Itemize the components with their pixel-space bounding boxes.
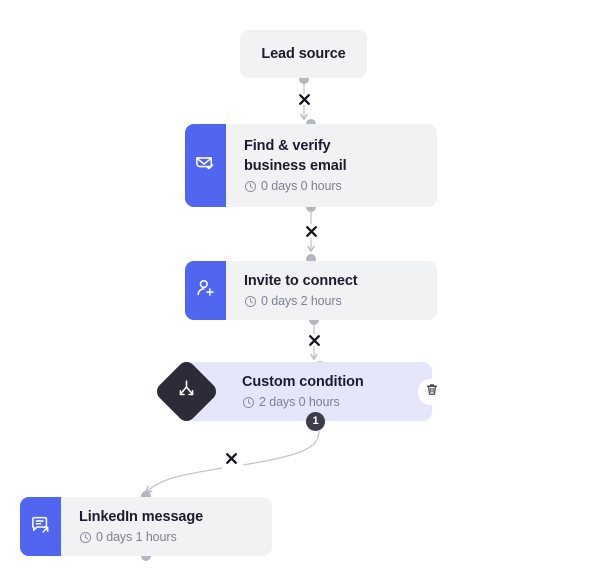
node-delay: 0 days 1 hours (79, 529, 258, 546)
node-body: Custom condition 2 days 0 hours (186, 362, 432, 421)
user-plus-icon (194, 277, 217, 305)
node-icon-pane (185, 261, 226, 320)
lead-source-label: Lead source (261, 46, 346, 62)
node-invite-to-connect[interactable]: Invite to connect 0 days 2 hours (185, 261, 437, 320)
node-title-line2: business email (244, 158, 347, 174)
edge-condition-to-linkedin (141, 430, 320, 501)
node-title: LinkedIn message (79, 509, 204, 525)
node-lead-source[interactable]: Lead source (240, 30, 367, 78)
node-linkedin-message[interactable]: LinkedIn message 0 days 1 hours (20, 497, 272, 556)
node-icon-pane (185, 124, 226, 207)
node-delay-text: 2 days 0 hours (259, 395, 340, 409)
node-body: Invite to connect 0 days 2 hours (226, 261, 437, 320)
node-body: Find & verify business email 0 days 0 ho… (226, 124, 437, 207)
node-title: Find & verify business email (244, 136, 423, 176)
edge-marker-x-2[interactable] (305, 225, 318, 238)
node-delay-text: 0 days 2 hours (261, 294, 342, 308)
edge-marker-x-3[interactable] (308, 334, 321, 347)
branch-badge-1[interactable]: 1 (306, 412, 325, 431)
node-delay: 2 days 0 hours (242, 394, 418, 411)
envelope-check-icon (194, 152, 217, 180)
branch-split-icon (174, 377, 199, 407)
clock-icon (244, 295, 257, 308)
node-find-verify-email[interactable]: Find & verify business email 0 days 0 ho… (185, 124, 437, 207)
node-title: Invite to connect (244, 273, 358, 289)
clock-icon (242, 396, 255, 409)
edge-marker-x-4[interactable] (225, 452, 238, 465)
clock-icon (79, 531, 92, 544)
delete-step-button[interactable] (418, 378, 445, 405)
node-body: LinkedIn message 0 days 1 hours (61, 497, 272, 556)
trash-icon (425, 382, 439, 401)
clock-icon (244, 180, 257, 193)
node-title-line1: Find & verify (244, 138, 331, 154)
node-delay-text: 0 days 0 hours (261, 179, 342, 193)
node-icon-pane (20, 497, 61, 556)
node-delay: 0 days 2 hours (244, 293, 423, 310)
node-custom-condition[interactable]: Custom condition 2 days 0 hours (152, 358, 445, 425)
node-delay: 0 days 0 hours (244, 178, 423, 195)
edge-marker-x-1[interactable] (298, 93, 311, 106)
chat-send-icon (29, 513, 52, 541)
node-title: Custom condition (242, 374, 364, 390)
condition-diamond (151, 357, 221, 427)
node-delay-text: 0 days 1 hours (96, 530, 177, 544)
